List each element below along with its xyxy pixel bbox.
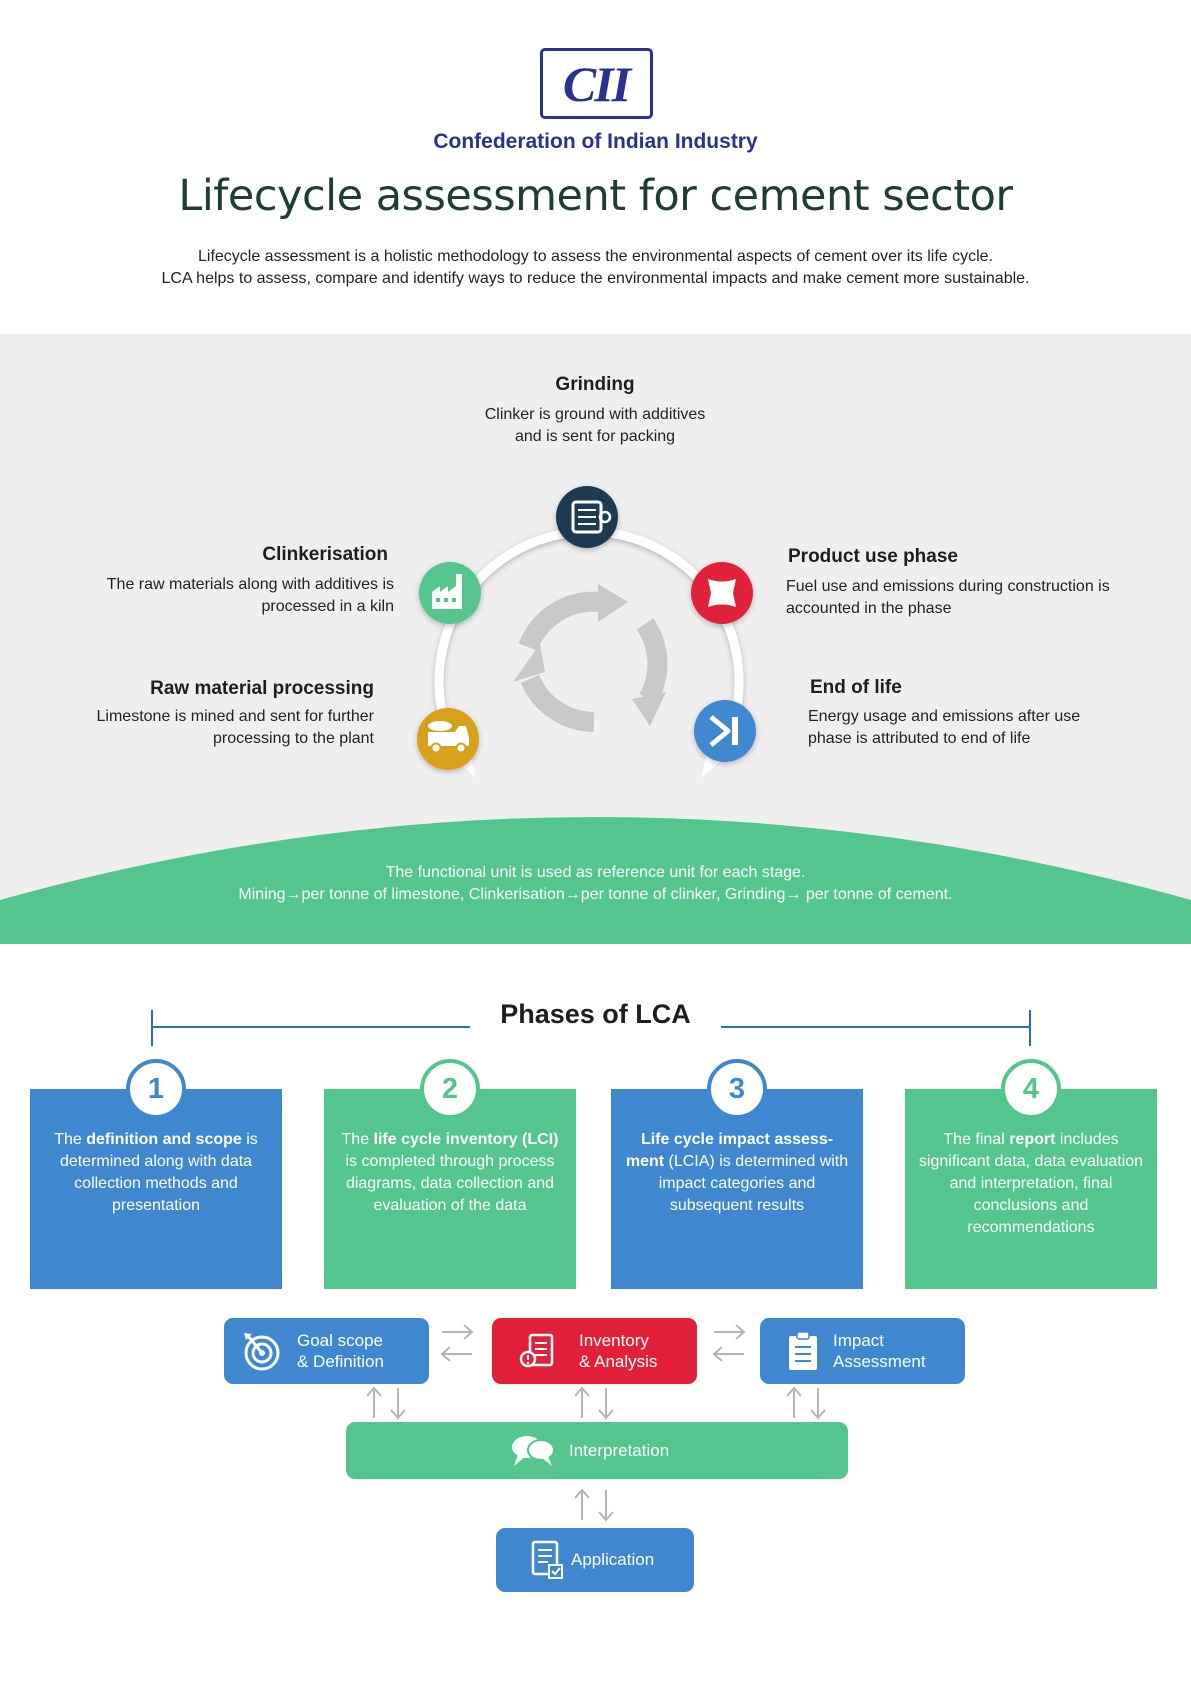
- phase-card-2: 2 The life cycle inventory (LCI) is comp…: [324, 1059, 576, 1289]
- clinkerisation-desc-line-1: The raw materials along with additives i…: [106, 576, 394, 593]
- inventory-line-1: Inventory: [579, 1331, 649, 1350]
- phase-2-post: is completed through process diagrams, d…: [345, 1153, 555, 1214]
- inventory-label: Inventory & Analysis: [579, 1330, 657, 1372]
- clinkerisation-title: Clinkerisation: [262, 544, 388, 565]
- impact-line-1: Impact: [833, 1331, 885, 1350]
- goal-scope-line-1: Goal scope: [297, 1331, 383, 1350]
- impact-label: Impact Assessment: [833, 1330, 926, 1372]
- goal-inventory-arrows: [440, 1324, 474, 1362]
- phase-2-bold: life cycle inventory (LCI): [373, 1131, 559, 1148]
- document-check-icon: [531, 1540, 563, 1579]
- cement-bag-icon: [691, 562, 753, 624]
- goal-scope-line-2: & Definition: [297, 1352, 384, 1371]
- product-use-desc-line-1: Fuel use and emissions during constructi…: [786, 578, 1110, 595]
- intro-line-2: LCA helps to assess, compare and identif…: [161, 270, 1030, 287]
- cii-logo-mark: CII: [563, 56, 635, 112]
- phase-3-bold: Life cycle impact assess-ment: [625, 1131, 834, 1170]
- end-of-life-desc: Energy usage and emissions after use pha…: [808, 706, 1178, 750]
- flow-connector-arrows: [366, 1324, 826, 1522]
- phase-2-pre: The: [341, 1131, 374, 1148]
- grinding-desc-line-1: Clinker is ground with additives: [484, 406, 706, 423]
- inventory-icon: [519, 1333, 554, 1368]
- impact-line-2: Assessment: [833, 1352, 926, 1371]
- inventory-line-2: & Analysis: [579, 1352, 658, 1371]
- svg-text:CII: CII: [563, 56, 633, 112]
- lifecycle-panel: Grinding Clinker is ground with additive…: [0, 334, 1191, 944]
- phase-text-1: The definition and scope is determined a…: [42, 1129, 270, 1217]
- end-of-life-title: End of life: [810, 677, 902, 698]
- raw-material-title: Raw material processing: [150, 678, 374, 699]
- grinding-desc-line-2: and is sent for packing: [514, 428, 676, 445]
- cii-logo: CII: [540, 48, 653, 119]
- interpretation-application-arrows: [574, 1488, 614, 1522]
- phase-1-bold: definition and scope: [86, 1131, 242, 1148]
- intro-text: Lifecycle assessment is a holistic metho…: [80, 246, 1111, 290]
- goal-interpretation-arrows: [366, 1386, 406, 1420]
- inventory-box: Inventory & Analysis: [492, 1318, 697, 1384]
- dump-truck-icon: [417, 708, 479, 770]
- application-label: Application: [571, 1550, 655, 1569]
- clipboard-icon: [789, 1331, 817, 1370]
- application-box: Application: [496, 1528, 694, 1592]
- clinkerisation-desc: The raw materials along with additives i…: [20, 574, 394, 618]
- end-of-life-desc-line-1: Energy usage and emissions after use: [808, 708, 1081, 725]
- interpretation-label: Interpretation: [569, 1441, 670, 1460]
- phase-4-bold: report: [1009, 1131, 1056, 1148]
- raw-material-desc: Limestone is mined and sent for further …: [20, 706, 374, 750]
- phase-3-post: (LCIA) is determined with impact categor…: [658, 1153, 849, 1214]
- functional-unit-line-1: The functional unit is used as reference…: [385, 864, 806, 881]
- lifecycle-ring: [434, 527, 744, 740]
- clinkerisation-desc-line-2: processed in a kiln: [261, 598, 394, 615]
- phase-number-3: 3: [707, 1059, 767, 1119]
- phase-card-4: 4 The final report includes significant …: [905, 1059, 1157, 1289]
- grinding-title: Grinding: [555, 374, 635, 395]
- phase-card-1: 1 The definition and scope is determined…: [30, 1059, 282, 1289]
- phase-text-2: The life cycle inventory (LCI) is comple…: [336, 1129, 564, 1217]
- end-of-life-desc-line-2: phase is attributed to end of life: [808, 730, 1031, 747]
- phase-1-pre: The: [54, 1131, 87, 1148]
- mill-icon: [556, 486, 618, 548]
- phase-text-3: Life cycle impact assess-ment (LCIA) is …: [623, 1129, 851, 1217]
- product-use-desc-line-2: accounted in the phase: [786, 600, 952, 617]
- grinding-desc: Clinker is ground with additives and is …: [400, 404, 790, 448]
- cycle-arrows-icon: [518, 591, 668, 732]
- lifecycle-diagram: [0, 486, 1191, 944]
- target-icon: [244, 1333, 280, 1371]
- goal-scope-label: Goal scope & Definition: [297, 1330, 384, 1372]
- phase-1-post: is determined along with data collection…: [59, 1131, 258, 1214]
- chat-bubbles-icon: [512, 1436, 555, 1466]
- phase-number-1: 1: [126, 1059, 186, 1119]
- inventory-impact-arrows: [712, 1324, 746, 1362]
- org-name: Confederation of Indian Industry: [433, 130, 758, 153]
- factory-icon: [419, 562, 481, 624]
- skip-end-icon: [694, 700, 756, 762]
- cycle-arrowheads: [513, 584, 666, 726]
- phase-text-4: The final report includes significant da…: [917, 1129, 1145, 1239]
- phase-4-pre: The final: [943, 1131, 1010, 1148]
- phases-title: Phases of LCA: [470, 999, 721, 1030]
- inventory-interpretation-arrows: [574, 1386, 614, 1420]
- product-use-title: Product use phase: [788, 546, 958, 567]
- product-use-desc: Fuel use and emissions during constructi…: [786, 576, 1186, 620]
- functional-unit-line-2: Mining→per tonne of limestone, Clinkeris…: [238, 886, 953, 903]
- phase-4-post: includes significant data, data evaluati…: [918, 1131, 1144, 1236]
- intro-line-1: Lifecycle assessment is a holistic metho…: [197, 248, 994, 265]
- phase-number-4: 4: [1001, 1059, 1061, 1119]
- impact-interpretation-arrows: [786, 1386, 826, 1420]
- raw-material-desc-line-1: Limestone is mined and sent for further: [96, 708, 374, 725]
- interpretation-box: Interpretation: [346, 1422, 848, 1479]
- functional-unit-text: The functional unit is used as reference…: [100, 862, 1091, 906]
- impact-box: Impact Assessment: [760, 1318, 965, 1384]
- phase-card-3: 3 Life cycle impact assess-ment (LCIA) i…: [611, 1059, 863, 1289]
- phase-number-2: 2: [420, 1059, 480, 1119]
- raw-material-desc-line-2: processing to the plant: [213, 730, 374, 747]
- functional-unit-band: [0, 817, 1191, 944]
- goal-scope-box: Goal scope & Definition: [224, 1318, 429, 1384]
- page-title: Lifecycle assessment for cement sector: [178, 171, 1013, 221]
